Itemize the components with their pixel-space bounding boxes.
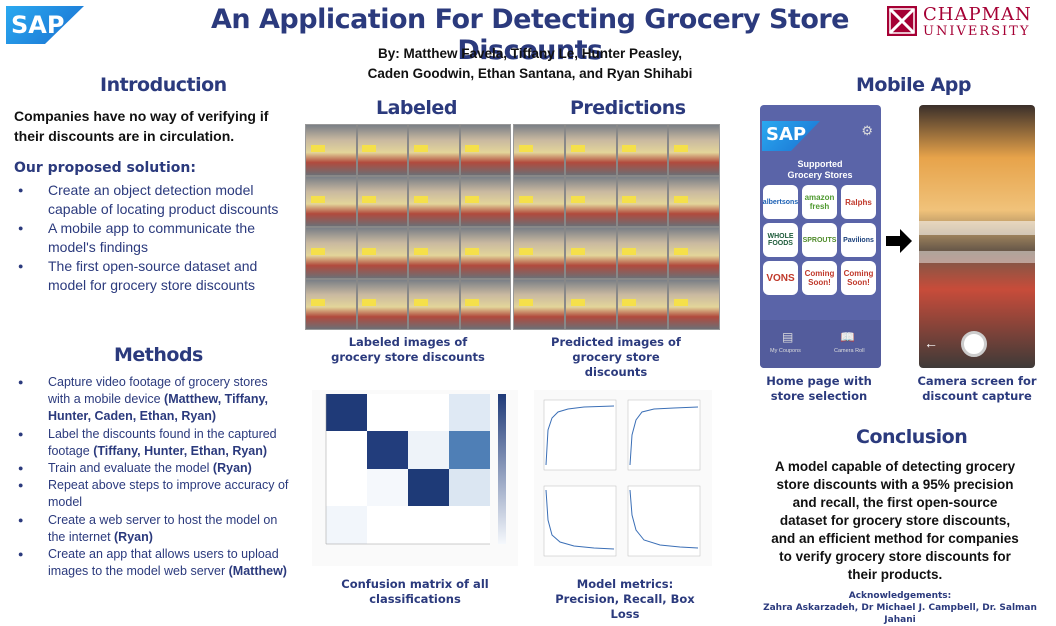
- chapman-logo: CHAPMAN UNIVERSITY: [887, 4, 1052, 40]
- confusion-matrix-image: [312, 390, 518, 566]
- university-label: UNIVERSITY: [923, 24, 1031, 39]
- settings-gear-icon[interactable]: ⚙: [861, 123, 873, 138]
- right-arrow-icon: [884, 226, 914, 261]
- list-item: Create an app that allows users to uploa…: [14, 546, 289, 580]
- confusion-caption: Confusion matrix of all classifications: [341, 577, 489, 606]
- introduction-heading: Introduction: [100, 74, 227, 96]
- list-item: A mobile app to communicate the model's …: [14, 219, 294, 257]
- store-tile-ralphs[interactable]: Ralphs: [841, 185, 876, 219]
- camera-screen-screenshot: ←: [919, 105, 1035, 368]
- labeled-heading: Labeled: [376, 97, 457, 119]
- app-title: Supported Grocery Stores: [787, 159, 853, 180]
- sap-logo: SAP: [6, 6, 84, 44]
- store-tile-whole-foods[interactable]: WHOLE FOODS: [763, 223, 798, 257]
- phone-sap-logo: SAP: [762, 121, 820, 151]
- shutter-button[interactable]: [961, 331, 987, 357]
- home-caption: Home page with store selection: [766, 374, 872, 403]
- sap-logo-text: SAP: [11, 11, 65, 39]
- list-item: Label the discounts found in the capture…: [14, 426, 289, 460]
- camera-roll-icon[interactable]: 📖: [840, 330, 855, 344]
- store-grid: albertsons amazon fresh Ralphs WHOLE FOO…: [763, 185, 878, 295]
- ack-names: Zahra Askarzadeh, Dr Michael J. Campbell…: [763, 603, 1037, 625]
- store-tile-vons[interactable]: VONS: [763, 261, 798, 295]
- coupons-icon[interactable]: ▤: [782, 330, 794, 344]
- labeled-image-grid: [305, 124, 511, 330]
- home-page-screenshot: SAP ⚙ Supported Grocery Stores albertson…: [760, 105, 881, 368]
- conclusion-text: A model capable of detecting grocery sto…: [771, 459, 1019, 582]
- authors-line-2: Caden Goodwin, Ethan Santana, and Ryan S…: [367, 66, 693, 81]
- predicted-caption: Predicted images of grocery store discou…: [551, 335, 681, 379]
- chapman-emblem-icon: [887, 6, 917, 36]
- list-item: Create a web server to host the model on…: [14, 512, 289, 546]
- authors: By: Matthew Favela, Tiffany Le, Hunter P…: [300, 44, 760, 84]
- authors-line-1: By: Matthew Favela, Tiffany Le, Hunter P…: [377, 46, 683, 61]
- solution-list: Create an object detection model capable…: [14, 181, 294, 295]
- store-tile-albertsons[interactable]: albertsons: [763, 185, 798, 219]
- solution-heading: Our proposed solution:: [14, 160, 196, 176]
- poster-title: An Application For Detecting Grocery Sto…: [211, 4, 850, 66]
- nav-camera-roll[interactable]: Camera Roll: [834, 348, 865, 354]
- model-metrics-image: [534, 390, 712, 566]
- list-item: Capture video footage of grocery stores …: [14, 374, 289, 426]
- camera-caption: Camera screen for discount capture: [917, 374, 1037, 403]
- ack-heading: Acknowledgements:: [848, 591, 952, 601]
- list-item: The first open-source dataset and model …: [14, 257, 294, 295]
- list-item: Create an object detection model capable…: [14, 181, 294, 219]
- store-tile-sprouts[interactable]: SPROUTS: [802, 223, 837, 257]
- conclusion-heading: Conclusion: [856, 426, 968, 448]
- intro-lead: Companies have no way of verifying if th…: [14, 108, 269, 144]
- store-tile-pavilions[interactable]: Pavilions: [841, 223, 876, 257]
- list-item: Repeat above steps to improve accuracy o…: [14, 477, 289, 511]
- predictions-heading: Predictions: [570, 97, 686, 119]
- store-tile-coming-soon[interactable]: Coming Soon!: [802, 261, 837, 295]
- mobile-app-heading: Mobile App: [856, 74, 972, 96]
- chapman-name: CHAPMAN: [923, 4, 1032, 25]
- metrics-caption: Model metrics: Precision, Recall, Box Lo…: [555, 577, 695, 621]
- list-item: Train and evaluate the model (Ryan): [14, 460, 289, 477]
- nav-my-coupons[interactable]: My Coupons: [770, 348, 801, 354]
- store-tile-amazon-fresh[interactable]: amazon fresh: [802, 185, 837, 219]
- acknowledgements: Acknowledgements: Zahra Askarzadeh, Dr M…: [760, 590, 1040, 626]
- predicted-image-grid: [513, 124, 720, 330]
- methods-list: Capture video footage of grocery stores …: [14, 374, 289, 580]
- labeled-caption: Labeled images of grocery store discount…: [331, 335, 485, 364]
- store-tile-coming-soon[interactable]: Coming Soon!: [841, 261, 876, 295]
- methods-heading: Methods: [114, 344, 203, 366]
- phone-nav-bar: ▤ My Coupons 📖 Camera Roll: [760, 320, 881, 368]
- back-arrow-icon[interactable]: ←: [924, 335, 938, 351]
